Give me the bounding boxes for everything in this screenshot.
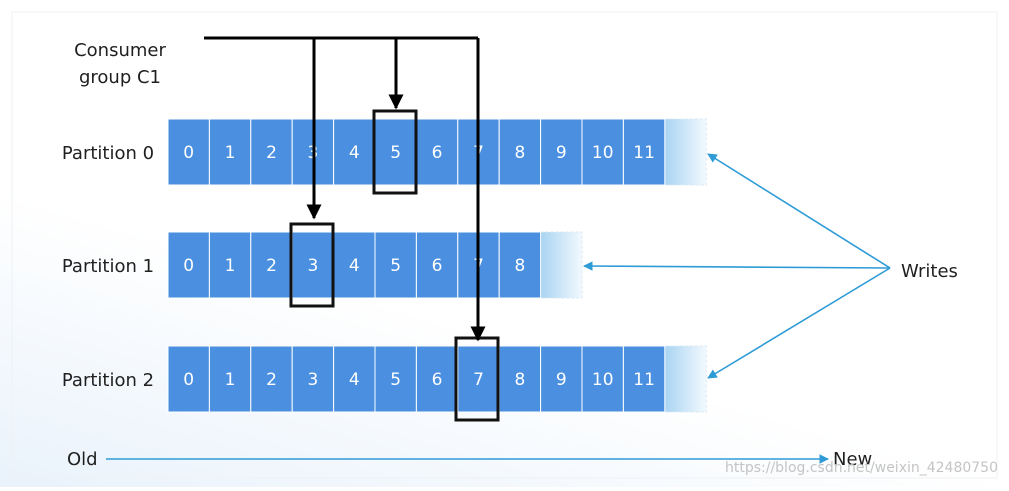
partition-2-cell — [540, 345, 583, 413]
partition-2-offset: 8 — [514, 370, 525, 390]
partition-0-cell — [415, 118, 459, 186]
writes-arrow-partition-0 — [707, 153, 891, 269]
partition-2-offset: 2 — [266, 370, 277, 390]
partition-2-cell — [374, 345, 417, 413]
timeline-new-label: New — [833, 449, 872, 470]
partition-2-offset: 4 — [349, 370, 360, 390]
partition-2-cell — [457, 345, 500, 413]
consumer-group-label-line2: group C1 — [79, 67, 161, 88]
partition-2-offset: 5 — [390, 370, 401, 390]
partition-1-cell — [498, 231, 542, 299]
partition-0-offset: 2 — [266, 143, 277, 163]
partition-0-cell — [167, 118, 210, 186]
partition-0-cell — [622, 118, 666, 186]
partition-2-offset: 6 — [432, 370, 443, 390]
partition-1-next-slot — [540, 231, 583, 299]
partition-0-cell — [498, 118, 542, 186]
partition-2-label: Partition 2 — [62, 370, 154, 391]
partition-2-cell — [498, 345, 542, 413]
timeline-old-label: Old — [67, 449, 98, 470]
consumer-lines — [204, 36, 486, 342]
partition-1-cell — [167, 231, 210, 299]
partition-0-cell — [540, 118, 583, 186]
partition-2-row: 0 1 2 3 4 5 6 7 8 9 10 11 — [167, 336, 707, 422]
partition-1-offset: 1 — [225, 256, 236, 276]
partition-0-offset: 8 — [514, 143, 525, 163]
partition-0-cell — [208, 118, 252, 186]
partition-1-offset: 5 — [390, 256, 401, 276]
consumer-group-label-line1: Consumer — [74, 40, 166, 61]
panel-border — [11, 11, 998, 479]
partition-0-label: Partition 0 — [62, 143, 154, 164]
partition-2-offset: 9 — [556, 370, 567, 390]
watermark: https://blog.csdn.net/weixin_42480750 — [725, 460, 998, 476]
partition-1-label: Partition 1 — [62, 256, 154, 277]
partition-0-offset: 4 — [349, 143, 360, 163]
partition-2-cell — [622, 345, 666, 413]
writes-arrow-partition-2 — [707, 267, 891, 379]
partition-0-offset: 9 — [556, 143, 567, 163]
partition-0-offset: 6 — [432, 143, 443, 163]
writes-arrow-partition-1 — [583, 261, 891, 271]
partition-1-cell — [208, 231, 252, 299]
partition-0-next-slot — [664, 118, 707, 186]
partition-2-cell — [415, 345, 459, 413]
partition-2-next-slot — [664, 345, 707, 413]
partition-2-offset: 7 — [473, 370, 484, 390]
partition-1-cell — [374, 231, 417, 299]
writes-arrows — [583, 153, 891, 379]
partition-2-offset: 1 — [225, 370, 236, 390]
partition-0-offset: 11 — [633, 143, 655, 163]
partition-2-offset: 3 — [307, 370, 318, 390]
partition-1-consumer-offset-frame — [289, 222, 335, 308]
partition-1-offset: 4 — [349, 256, 360, 276]
partition-2-cell — [291, 345, 335, 413]
writes-label: Writes — [901, 261, 958, 282]
partition-1-offset: 2 — [266, 256, 277, 276]
partition-0-offset: 1 — [225, 143, 236, 163]
partition-1-offset: 8 — [514, 256, 525, 276]
partition-2-cell — [167, 345, 210, 413]
partition-0-consumer-offset-frame — [372, 109, 418, 195]
partition-1-cell — [250, 231, 293, 299]
partition-0-offset: 5 — [390, 143, 401, 163]
partition-2-offset: 10 — [592, 370, 614, 390]
partition-1-offset: 3 — [307, 256, 318, 276]
partition-0-offset: 10 — [592, 143, 614, 163]
partition-0-cell — [250, 118, 293, 186]
partition-2-offset: 11 — [633, 370, 655, 390]
partition-1-offset: 6 — [432, 256, 443, 276]
partition-2-cell — [581, 345, 624, 413]
partition-2-offset: 0 — [183, 370, 194, 390]
partition-1-offset: 0 — [183, 256, 194, 276]
partition-0-offset: 0 — [183, 143, 194, 163]
